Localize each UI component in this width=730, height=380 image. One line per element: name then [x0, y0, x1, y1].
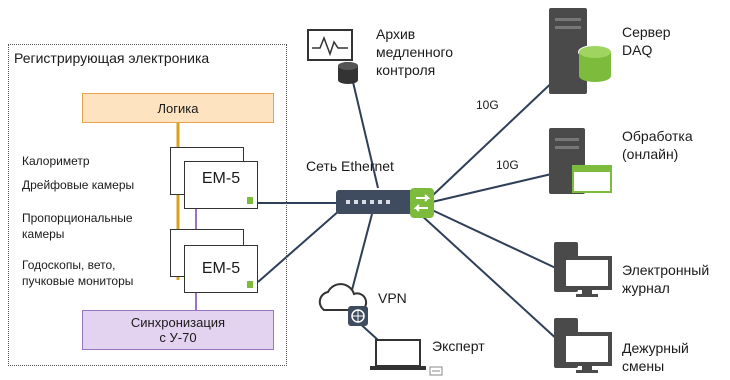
laptop-icon: [370, 339, 426, 370]
em5-module-2-label: EM-5: [201, 259, 241, 277]
detector-prop-line1: Пропорциональные: [22, 211, 133, 225]
electronics-title: Регистрирующая электроника: [14, 50, 210, 66]
server-app-icon: [549, 128, 612, 194]
expert-glyph-icon: [429, 366, 443, 376]
wire-em5-2: [257, 209, 341, 283]
detector-hodo-line1: Годоскопы, вето,: [22, 258, 116, 272]
wire-archive: [352, 81, 379, 189]
em5-module-2: EM-5: [184, 245, 258, 293]
em5-module-1-led: [247, 197, 253, 204]
em5-module-1-label: EM-5: [201, 169, 241, 187]
electronics-frame: [8, 44, 287, 366]
daq-label-1: Сервер: [622, 24, 671, 40]
shift-label-2: смены: [622, 358, 665, 374]
shift-label-1: Дежурный: [622, 340, 689, 356]
archive-label-3: контроля: [376, 62, 436, 78]
logic-label: Логика: [157, 100, 199, 116]
link-10g-proc: 10G: [496, 158, 519, 172]
sync-label-line2: с У-70: [159, 330, 197, 345]
detector-calorimeter: Калориметр: [22, 154, 90, 168]
logic-box: Логика: [82, 93, 274, 123]
wire-shift: [419, 213, 561, 343]
wire-proc: [431, 171, 561, 203]
workstation-icon: [554, 242, 612, 297]
archive-label-2: медленного: [376, 44, 454, 60]
server-database-icon: [549, 8, 612, 94]
workstation-shift-icon: [554, 318, 612, 373]
wire-daq: [431, 74, 561, 197]
wire-elog: [431, 209, 561, 271]
expert-label: Эксперт: [432, 338, 485, 354]
detector-hodo-line2: пучковые мониторы: [22, 274, 134, 288]
link-10g-daq: 10G: [476, 98, 499, 112]
switch-label: Сеть Ethernet: [306, 158, 394, 174]
monitor-chart-icon: [307, 29, 358, 84]
vpn-label: VPN: [378, 290, 407, 306]
sync-label-line1: Синхронизация: [130, 315, 226, 330]
proc-label-2: (онлайн): [622, 146, 679, 162]
cloud-vpn-icon: [318, 283, 368, 326]
elog-label-1: Электронный: [622, 262, 710, 278]
elog-label-2: журнал: [622, 280, 670, 296]
sync-box: Синхронизация с У-70: [82, 310, 274, 350]
archive-label-1: Архив: [376, 26, 416, 42]
em5-module-1: EM-5: [184, 161, 258, 209]
proc-label-1: Обработка: [622, 128, 693, 144]
wire-vpn: [351, 213, 373, 291]
detector-prop-line2: камеры: [22, 227, 65, 241]
daq-label-2: DAQ: [622, 42, 653, 58]
switch-icon: [336, 188, 434, 218]
em5-module-2-led: [247, 281, 253, 288]
detector-drift: Дрейфовые камеры: [22, 178, 135, 192]
